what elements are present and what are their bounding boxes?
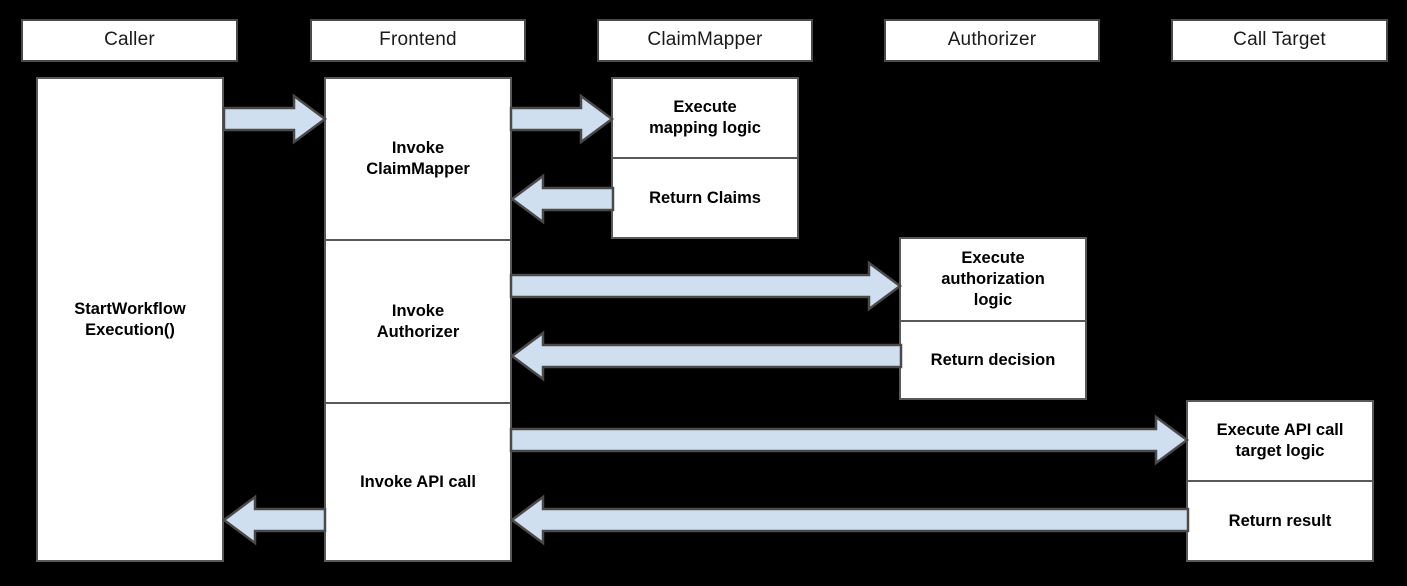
participant-label: Caller	[104, 29, 155, 51]
message-arrow-frontend-to-authorizer[interactable]	[509, 260, 903, 312]
lifeline-claimmapper: Execute mapping logic Return Claims	[611, 77, 799, 239]
lifeline-segment-invoke-claimmapper: Invoke ClaimMapper	[366, 139, 470, 178]
lifeline-caller: StartWorkflow Execution()	[36, 77, 224, 562]
message-arrow-frontend-to-calltarget[interactable]	[509, 414, 1190, 466]
lifeline-segment-startworkflow: StartWorkflow Execution()	[74, 299, 186, 339]
lifeline-segment-execute-authorization-logic: Execute authorization logic	[941, 249, 1045, 309]
participant-header-caller[interactable]: Caller	[21, 19, 238, 62]
lifeline-authorizer: Execute authorization logic Return decis…	[899, 237, 1087, 400]
participant-label: ClaimMapper	[647, 29, 763, 51]
participant-label: Frontend	[379, 29, 457, 51]
participant-header-claimmapper[interactable]: ClaimMapper	[597, 19, 813, 62]
participant-header-calltarget[interactable]: Call Target	[1171, 19, 1388, 62]
participant-header-frontend[interactable]: Frontend	[310, 19, 526, 62]
lifeline-segment-return-claims: Return Claims	[613, 157, 797, 237]
lifeline-segment-invoke-authorizer: Invoke Authorizer	[326, 239, 510, 402]
participant-label: Authorizer	[947, 29, 1037, 51]
lifeline-segment-invoke-api-call: Invoke API call	[326, 402, 510, 560]
participant-header-authorizer[interactable]: Authorizer	[884, 19, 1100, 62]
lifeline-segment-execute-api-call-target-logic: Execute API call target logic	[1216, 421, 1344, 460]
message-arrow-calltarget-to-frontend[interactable]	[509, 494, 1190, 546]
lifeline-segment-execute-mapping-logic: Execute mapping logic	[649, 98, 761, 137]
message-arrow-caller-to-frontend[interactable]	[222, 93, 328, 145]
participant-label: Call Target	[1233, 29, 1326, 51]
message-arrow-authorizer-to-frontend[interactable]	[509, 330, 903, 382]
message-arrow-claimmapper-to-frontend[interactable]	[509, 173, 615, 225]
message-arrow-frontend-to-claimmapper[interactable]	[509, 93, 615, 145]
lifeline-segment-return-result: Return result	[1188, 480, 1372, 560]
lifeline-calltarget: Execute API call target logic Return res…	[1186, 400, 1374, 562]
lifeline-segment-return-decision: Return decision	[901, 320, 1085, 398]
lifeline-frontend: Invoke ClaimMapper Invoke Authorizer Inv…	[324, 77, 512, 562]
message-arrow-frontend-to-caller[interactable]	[221, 494, 327, 546]
